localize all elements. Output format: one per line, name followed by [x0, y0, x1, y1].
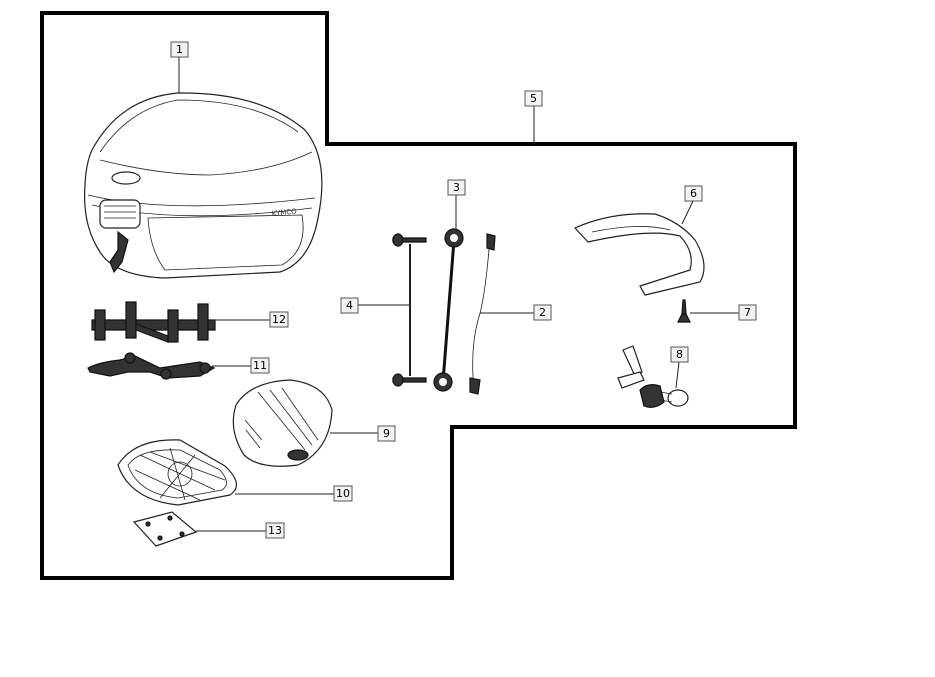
callout-label: 4 — [346, 299, 353, 312]
callout-4: 4 — [340, 297, 359, 314]
callout-2: 2 — [533, 304, 552, 321]
base-plate — [117, 439, 237, 506]
mounting-bracket — [91, 301, 216, 343]
case-brand-text: KYMCO — [271, 207, 297, 218]
callout-3: 3 — [447, 179, 466, 196]
callout-label: 3 — [453, 181, 460, 194]
case-lock-key — [109, 230, 129, 274]
callout-label: 11 — [253, 359, 267, 372]
callout-12: 12 — [269, 311, 289, 328]
callout-label: 1 — [176, 43, 183, 56]
grip-handle — [573, 213, 705, 296]
case-emblem — [111, 171, 141, 185]
callout-11: 11 — [250, 357, 270, 374]
callout-10: 10 — [333, 485, 353, 502]
callout-7: 7 — [738, 304, 757, 321]
callout-label: 6 — [690, 187, 697, 200]
callout-label: 12 — [272, 313, 286, 326]
small-screw — [677, 299, 691, 323]
base-rail — [87, 352, 216, 380]
callout-label: 13 — [268, 524, 282, 537]
callout-label: 8 — [676, 348, 683, 361]
top-case-box: KYMCO — [83, 92, 323, 279]
callout-label: 2 — [539, 306, 546, 319]
callout-1: 1 — [170, 41, 189, 58]
backrest-pad — [232, 379, 333, 467]
long-bolts — [392, 233, 427, 387]
case-latch — [99, 199, 141, 229]
callout-label: 5 — [530, 92, 537, 105]
callout-13: 13 — [265, 522, 285, 539]
callout-9: 9 — [377, 425, 396, 442]
callout-5: 5 — [524, 90, 543, 107]
lock-cylinder — [617, 345, 689, 408]
leader-lines — [178, 57, 739, 532]
cable-strap — [469, 233, 496, 395]
connecting-rod — [433, 228, 464, 392]
callout-label: 9 — [383, 427, 390, 440]
callout-label: 7 — [744, 306, 751, 319]
small-plate — [132, 511, 198, 547]
kit-boundary-outline — [40, 11, 797, 580]
callout-6: 6 — [684, 185, 703, 202]
callout-8: 8 — [670, 346, 689, 363]
callout-label: 10 — [336, 487, 350, 500]
